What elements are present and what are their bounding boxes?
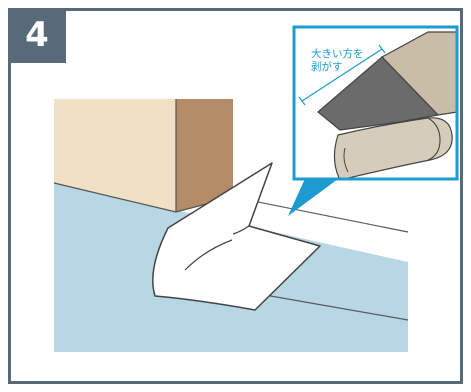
sheet-curl: [333, 117, 453, 178]
step-number-badge: 4: [8, 8, 66, 63]
wall-side: [176, 99, 233, 212]
floor-seam: [264, 294, 409, 321]
callout-label-line2: 剥がす: [311, 61, 343, 73]
dimension-line: [301, 48, 383, 102]
main-scene: [53, 99, 409, 352]
callout-zoom: [288, 25, 459, 216]
callout-pointer: [288, 170, 342, 216]
wall-front: [54, 99, 176, 212]
callout-label: 大きい方を 剥がす: [311, 48, 391, 74]
folded-sheet: [152, 162, 321, 311]
callout-label-line1: 大きい方を: [311, 48, 364, 60]
